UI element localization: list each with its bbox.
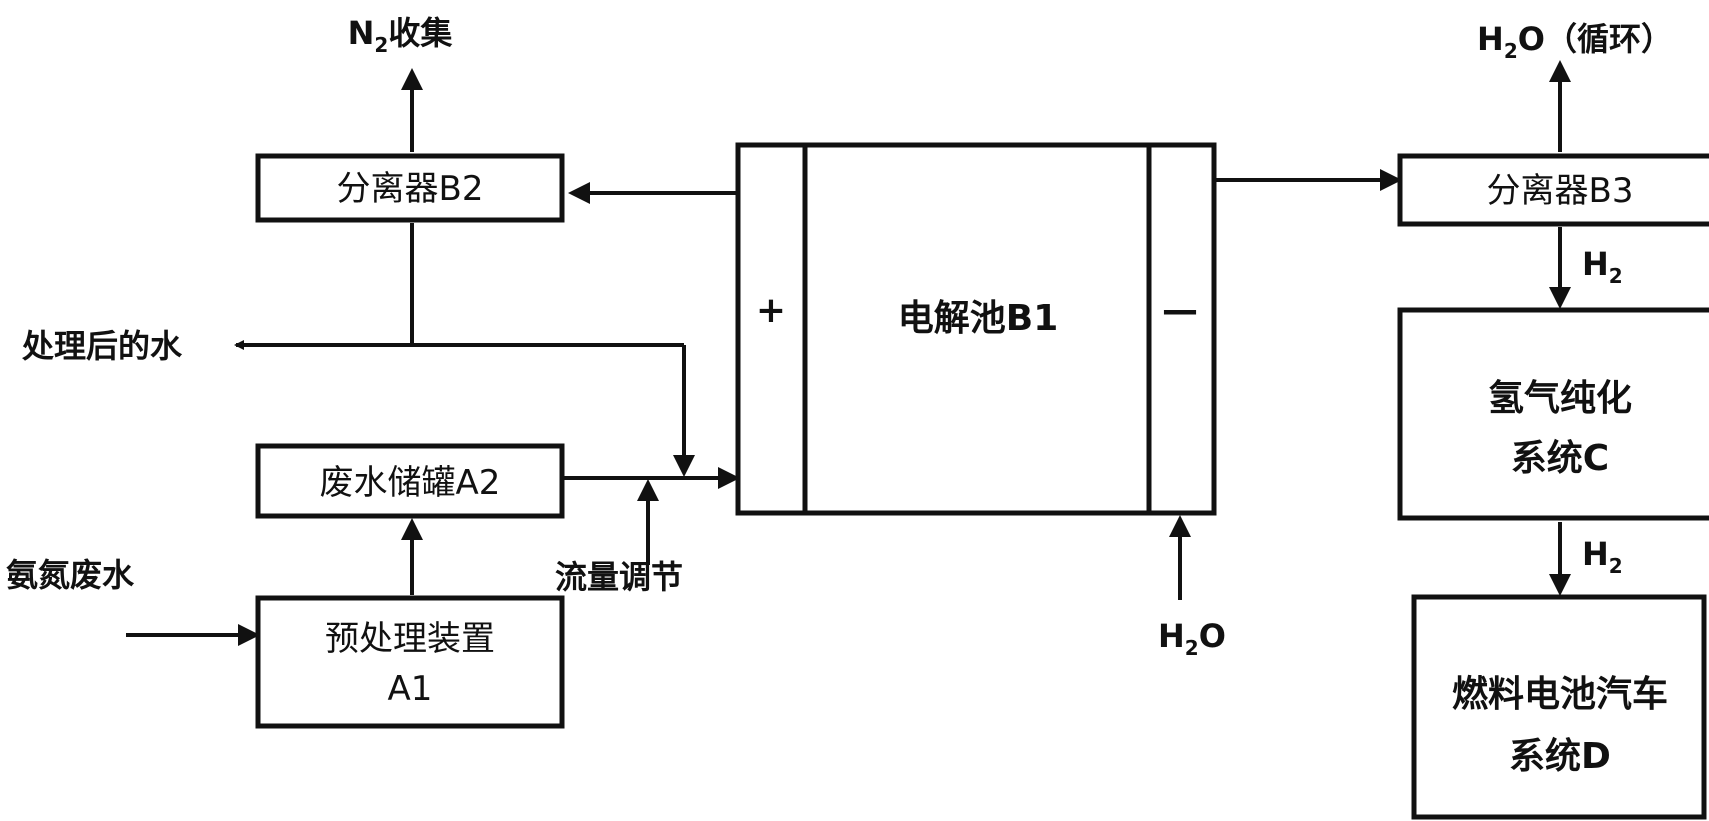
pretreatment-label-line2: A1 (388, 669, 433, 709)
flow-adjust-label: 流量调节 (555, 558, 683, 596)
fuel-cell-label-line1: 燃料电池汽车 (1452, 674, 1668, 715)
wastewater-tank-a2-box: 废水储罐A2 (255, 443, 565, 519)
fuel-cell-label-line2: 系统D (1509, 736, 1611, 777)
pretreatment-label-line1: 预处理装置 (325, 619, 495, 659)
pretreatment-a1-box: 预处理装置 A1 (255, 595, 565, 729)
electrolyzer-b1-box: + — 电解池B1 (735, 142, 1217, 516)
h2o-input-label: H2O (1158, 617, 1226, 660)
separator-b2-label: 分离器B2 (337, 169, 484, 209)
ammonia-wastewater-label: 氨氮废水 (6, 556, 135, 594)
purification-label-line2: 系统C (1511, 438, 1609, 479)
hydrogen-purification-box: 氢气纯化 系统C (1397, 307, 1709, 521)
separator-b2-box: 分离器B2 (255, 153, 565, 223)
electrolyzer-label: 电解池B1 (898, 298, 1059, 339)
h2-label-after-b3: H2 (1582, 245, 1623, 288)
fuel-cell-system-box: 燃料电池汽车 系统D (1411, 594, 1707, 820)
anode-sign: + (756, 290, 786, 331)
treated-water-label: 处理后的水 (21, 327, 183, 365)
separator-b3-label: 分离器B3 (1487, 171, 1634, 211)
purification-label-line1: 氢气纯化 (1488, 378, 1632, 419)
n2-collection-label: N2收集 (348, 14, 453, 57)
separator-b3-box: 分离器B3 (1397, 153, 1709, 227)
cathode-sign: — (1162, 290, 1198, 331)
h2o-recycle-label: H2O（循环） (1477, 20, 1673, 63)
h2-label-after-purification: H2 (1582, 535, 1623, 578)
wastewater-tank-label: 废水储罐A2 (320, 463, 501, 503)
